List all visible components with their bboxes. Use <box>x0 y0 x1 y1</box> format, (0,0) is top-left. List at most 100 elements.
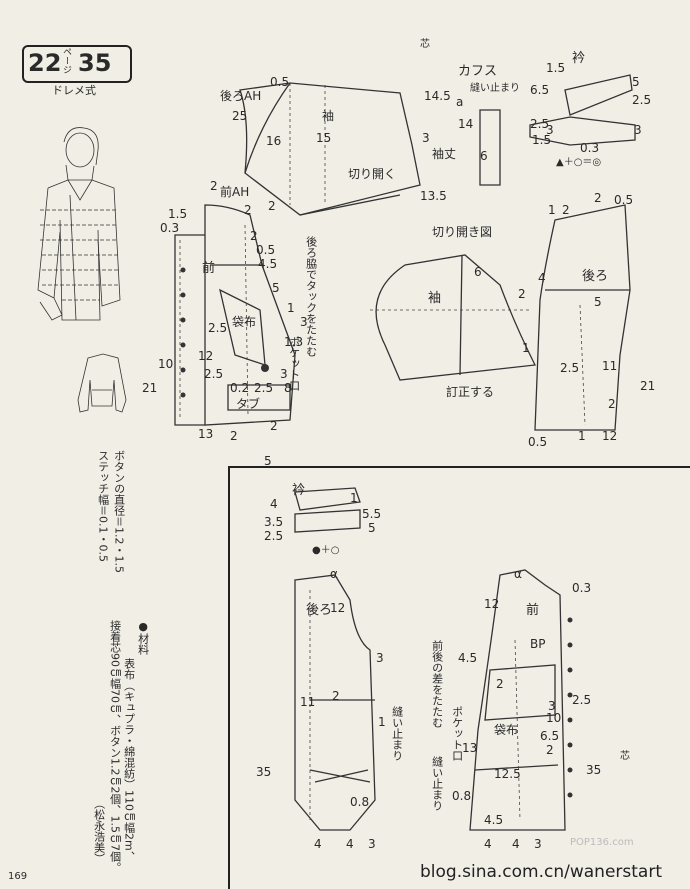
front2-dim-9: 6.5 <box>540 729 560 743</box>
front-dim-8: 2.5 <box>208 321 228 335</box>
materials-title: ●材料 <box>136 620 150 655</box>
cuff-height: 6 <box>480 149 488 163</box>
sleeve-dim-3: 16 <box>266 134 282 148</box>
front-dim-16: 2.5 <box>254 381 274 395</box>
sleeve-dim-6: 3 <box>422 131 430 145</box>
cuff-core: 芯 <box>420 39 430 50</box>
collar-bottom-dim-2: 3.5 <box>264 515 284 529</box>
side-note-tuck: 後ろ脇でタックをたたむ <box>304 236 318 357</box>
side-note-dim-1: 1 <box>287 301 295 315</box>
front2-pocket-cloth: 袋布 <box>494 723 519 737</box>
collar-top-marks: ▲＋○＝◎ <box>556 157 602 168</box>
front-dim-18: 2 <box>270 419 278 433</box>
materials-author: （松永浩美） <box>92 798 106 864</box>
sleeve-dim-4: 15 <box>316 131 332 145</box>
front2-dim-6: 13 <box>462 741 478 755</box>
back-dim-10: 2.5 <box>560 361 580 375</box>
back-label: 後ろ <box>582 269 609 284</box>
slash-dim: 6 <box>474 265 482 279</box>
back-dim-11: 21 <box>640 379 656 393</box>
slash-sleeve-label: 袖 <box>428 291 442 306</box>
side-note-dim-2: 3 <box>300 315 308 329</box>
badge-number-right: 35 <box>78 49 112 77</box>
page-number: 169 <box>8 871 28 882</box>
sleeve-dim-7: 2 <box>210 179 218 193</box>
back-dim-5: 4 <box>538 271 546 285</box>
front-dim-7: 5 <box>272 281 280 295</box>
back2-dim-1: 12 <box>330 601 346 615</box>
sleeve-dim-1: 0.5 <box>270 75 290 89</box>
front-tab: タブ <box>236 397 261 411</box>
collar-top-dim-2: 6.5 <box>530 83 550 97</box>
front-dim-9: 2.5 <box>204 367 224 381</box>
cuff-title: カフス <box>458 64 498 79</box>
back-dim-1: 2 <box>594 191 602 205</box>
back-dim-4: 2 <box>562 203 570 217</box>
front-dim-15: 0.2 <box>230 381 250 395</box>
sleeve-cut-open: 切り開く <box>348 167 397 181</box>
back-dim-14: 12 <box>602 429 618 443</box>
front2-dim-12: 35 <box>586 763 602 777</box>
slash-fix-label: 訂正する <box>446 385 495 399</box>
back-dim-2: 0.5 <box>614 193 634 207</box>
back2-alpha: α <box>330 567 338 581</box>
back-dim-8: 1 <box>522 341 530 355</box>
front-dim-4: 2 <box>250 229 258 243</box>
collar-bottom-dim-3: 2.5 <box>264 529 284 543</box>
front-dim-19: 3 <box>280 367 288 381</box>
front2-dim-3: 2 <box>496 677 504 691</box>
collar-bottom-dim-6: 5 <box>368 521 376 535</box>
model-illustration <box>37 127 121 321</box>
note-stitch-width: ステッチ幅＝0.1・0.5 <box>96 450 110 562</box>
front2-dim-16: 4 <box>484 837 492 851</box>
front2-note: 前後の差をたたむ <box>430 640 444 728</box>
front2-bp: BP <box>530 637 546 651</box>
back-dim-3: 1 <box>548 203 556 217</box>
front-dim-12: 21 <box>142 381 158 395</box>
sleeve-back-ah: 後ろAH <box>220 89 262 103</box>
front-dim-2: 0.3 <box>160 221 180 235</box>
back2-dim-8: 4 <box>346 837 354 851</box>
collar-top-dim-5: 2.5 <box>530 117 550 131</box>
collar-bottom-dim-1: 4 <box>270 497 278 511</box>
front2-pocket: ポケット口 <box>450 706 464 761</box>
collar-top-title: 衿 <box>572 51 586 66</box>
cuff-width: 14 <box>458 117 474 131</box>
sleeve-dim-9: 13.5 <box>420 189 447 203</box>
sleeve-dim-5: 14.5 <box>424 89 451 103</box>
back-dim-13: 1 <box>578 429 586 443</box>
front-dim-14: 2 <box>230 429 238 443</box>
front2-sew-stop: 縫い止まり <box>430 756 444 811</box>
collar-bottom-marks: ●＋○ <box>312 545 340 556</box>
cuff-a-mark: a <box>456 95 464 109</box>
front-pocket-cloth: 袋布 <box>232 315 257 329</box>
back2-dim-4: 11 <box>300 695 316 709</box>
collar-top-dim-7: 0.3 <box>580 141 600 155</box>
front2-dim-14: 4.5 <box>484 813 504 827</box>
back2-dim-6: 0.8 <box>350 795 370 809</box>
collar-bottom-dim-5: 1 <box>350 491 358 505</box>
back2-dim-3: 2 <box>332 689 340 703</box>
collar-top-dim-3: 5 <box>632 75 640 89</box>
back2-dim-5: 35 <box>256 765 272 779</box>
cuff-sew-stop: 縫い止まり <box>470 83 520 94</box>
back-dim-12: 0.5 <box>528 435 548 449</box>
bottom-pattern-frame <box>228 466 690 889</box>
pattern-top-right <box>370 74 636 431</box>
materials-line-2: 接着芯90㎝幅70㎝、ボタン1.2㎝2個、1.5㎝7個。 <box>108 620 122 873</box>
slash-title: 切り開き図 <box>432 225 493 239</box>
badge-number-left: 22 <box>28 49 62 77</box>
back-dim-6: 5 <box>594 295 602 309</box>
front2-alpha: α <box>514 567 522 581</box>
front-label: 前 <box>202 261 216 276</box>
front-dim-11: 10 <box>158 357 174 371</box>
front2-dim-13: 0.8 <box>452 789 472 803</box>
back2-dim-7: 4 <box>314 837 322 851</box>
front2-dim-7: 12.5 <box>494 767 521 781</box>
front2-dim-17: 4 <box>512 837 520 851</box>
back2-sew-stop: 縫い止まり <box>390 706 404 761</box>
front2-dim-5: 2.5 <box>572 693 592 707</box>
badge-frame <box>22 45 132 83</box>
back2-dim-9: 1 <box>378 715 386 729</box>
materials-line-1: 表布（キュプラ・綿混紡）110㎝幅2m、 <box>122 658 136 862</box>
